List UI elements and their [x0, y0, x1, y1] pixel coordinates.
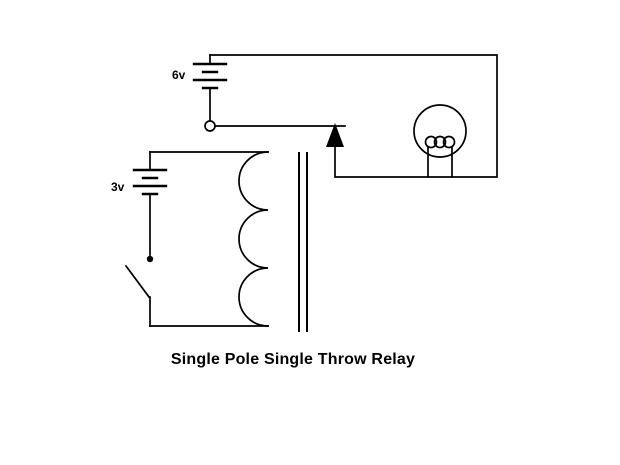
relay-coil-icon	[238, 151, 269, 327]
label-6v-battery: 6v	[172, 68, 186, 82]
lamp-filament-loop	[433, 135, 447, 149]
lamp-icon	[413, 104, 467, 178]
battery-3v-icon	[132, 151, 168, 256]
lamp-filament-loop	[442, 135, 456, 149]
open-terminal-icon	[204, 120, 216, 132]
diagram-title: Single Pole Single Throw Relay	[171, 351, 415, 368]
battery-6v-icon	[192, 54, 228, 122]
armature-arrow-icon	[326, 123, 344, 147]
switch-blade	[124, 264, 151, 299]
core-icon	[298, 152, 308, 332]
label-3v-battery: 3v	[111, 180, 125, 194]
lamp-filament-loop	[424, 135, 438, 149]
top-circuit-wire	[209, 54, 498, 178]
lamp-bulb-outline	[413, 104, 467, 158]
circuit-lines	[124, 54, 498, 332]
switch-contact-dot	[146, 255, 154, 263]
switch-icon	[124, 255, 154, 327]
